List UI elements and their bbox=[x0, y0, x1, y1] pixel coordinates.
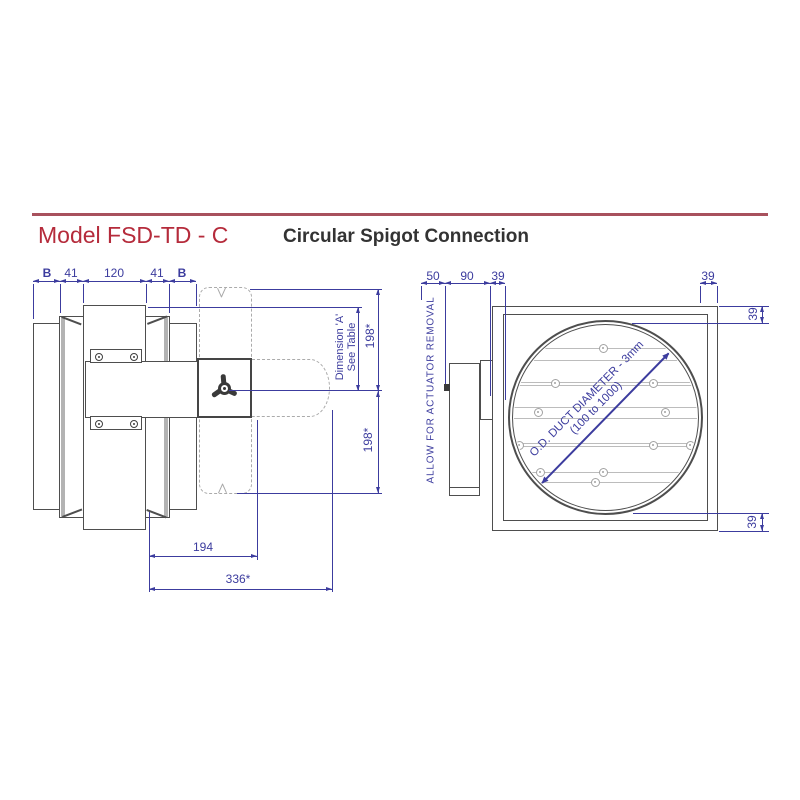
dim-line bbox=[762, 513, 763, 531]
mounting-plate-top bbox=[90, 349, 142, 363]
actuator-bracket bbox=[480, 360, 493, 420]
ext-line bbox=[719, 306, 769, 307]
ext-line bbox=[257, 420, 258, 560]
actuator-removal-note: ALLOW FOR ACTUATOR REMOVAL bbox=[425, 296, 437, 484]
actuator-profile-base bbox=[449, 487, 480, 496]
ext-line bbox=[237, 493, 382, 494]
dim-label-336: 336* bbox=[225, 572, 251, 586]
dim-line bbox=[33, 281, 196, 282]
ext-line bbox=[633, 513, 769, 514]
actuator-channel bbox=[85, 361, 198, 418]
center-line bbox=[229, 390, 382, 391]
ext-line bbox=[83, 284, 84, 303]
dim-line bbox=[700, 283, 717, 284]
dim-label-198-top: 198* bbox=[363, 323, 377, 349]
ext-line bbox=[149, 512, 150, 592]
dim-label-41-right: 41 bbox=[150, 266, 164, 280]
dim-line-a bbox=[358, 307, 359, 391]
ext-line bbox=[332, 410, 333, 592]
ext-line bbox=[33, 284, 34, 319]
ext-line bbox=[445, 286, 446, 384]
spigot-circle-inner bbox=[512, 324, 699, 511]
ext-line bbox=[146, 284, 147, 303]
dim-line bbox=[762, 306, 763, 323]
damper-handle bbox=[209, 373, 239, 403]
dim-label-39-top-right: 39 bbox=[701, 269, 715, 283]
dim-line-336 bbox=[149, 589, 332, 590]
left-spigot bbox=[33, 323, 60, 510]
damper-blades bbox=[514, 326, 697, 509]
ext-line bbox=[700, 286, 701, 303]
dashed-spigot-outline bbox=[252, 359, 330, 417]
ext-line bbox=[169, 284, 170, 313]
header-rule bbox=[32, 213, 768, 216]
ext-line bbox=[196, 284, 197, 306]
dim-label-39-right-bottom: 39 bbox=[745, 515, 759, 529]
screw bbox=[95, 420, 103, 428]
dim-label-90: 90 bbox=[460, 269, 474, 283]
ext-line bbox=[717, 286, 718, 303]
dim-label-41-left: 41 bbox=[64, 266, 78, 280]
actuator-profile bbox=[449, 363, 480, 488]
dim-label-39-right-top: 39 bbox=[746, 307, 760, 321]
dim-label-120: 120 bbox=[103, 266, 125, 280]
dim-label-194: 194 bbox=[192, 540, 214, 554]
screw bbox=[95, 353, 103, 361]
dim-label-50: 50 bbox=[426, 269, 440, 283]
ext-line bbox=[421, 286, 422, 300]
page-title-subtitle: Circular Spigot Connection bbox=[283, 226, 529, 247]
dim-label-198-bottom: 198* bbox=[361, 427, 375, 453]
mounting-plate-bottom bbox=[90, 416, 142, 430]
actuator-shaft-end bbox=[444, 384, 450, 391]
ext-line bbox=[250, 289, 382, 290]
page-title-model: Model FSD-TD - C bbox=[38, 222, 229, 248]
screw bbox=[130, 420, 138, 428]
dimension-a-note: Dimension 'A' See Table bbox=[334, 313, 358, 381]
dim-line bbox=[421, 283, 505, 284]
dim-line-194 bbox=[149, 556, 257, 557]
ext-line bbox=[719, 531, 769, 532]
left-band-shading bbox=[61, 317, 65, 517]
ext-line bbox=[148, 307, 362, 308]
ext-line bbox=[505, 286, 506, 400]
ext-line bbox=[632, 323, 769, 324]
ext-line bbox=[490, 286, 491, 396]
spigot-circle-outer bbox=[508, 320, 703, 515]
ext-line bbox=[60, 284, 61, 313]
screw bbox=[130, 353, 138, 361]
dim-label-39-left: 39 bbox=[491, 269, 505, 283]
dim-label-b-right: B bbox=[177, 266, 187, 280]
dim-label-b-left: B bbox=[42, 266, 52, 280]
